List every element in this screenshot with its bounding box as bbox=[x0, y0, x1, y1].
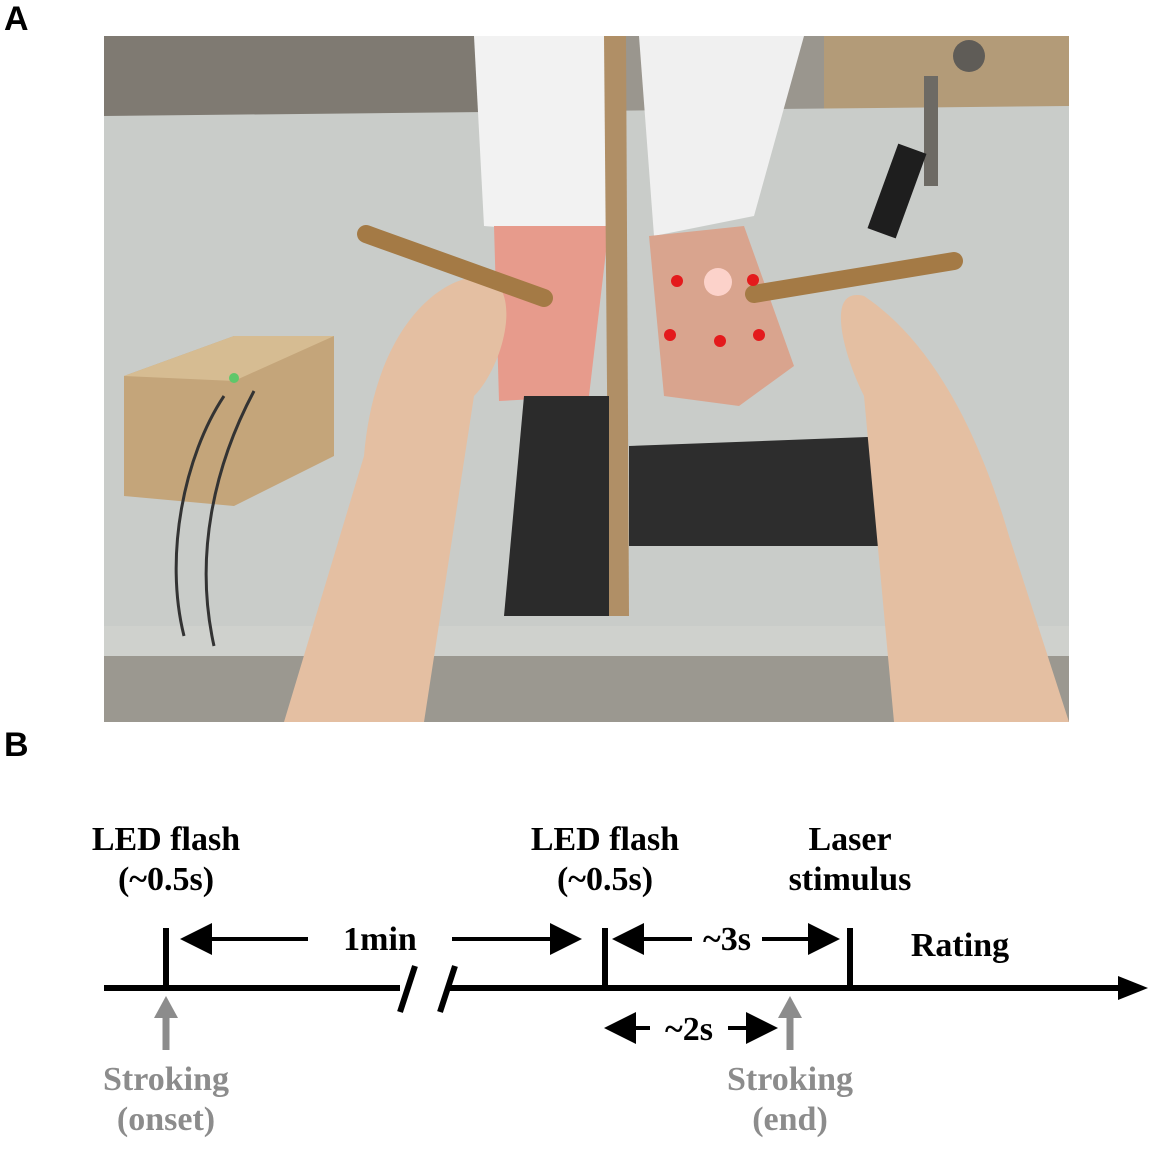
marker-dot bbox=[664, 329, 676, 341]
label-interval-2s: ~2s bbox=[665, 1011, 713, 1048]
led-cable bbox=[174, 395, 226, 637]
panel-label-a: A bbox=[4, 0, 29, 38]
marker-dot bbox=[753, 329, 765, 341]
black-pad-right bbox=[629, 436, 914, 546]
axis-break-mark bbox=[397, 965, 418, 1013]
laser-head bbox=[867, 143, 927, 239]
black-pad-left bbox=[504, 396, 609, 616]
led-light bbox=[229, 373, 239, 383]
trial-timeline: LED flash (~0.5s) LED flash (~0.5s) Lase… bbox=[0, 780, 1166, 1153]
label-interval-3s: ~3s bbox=[703, 921, 751, 958]
label-stroking-end: Stroking (end) bbox=[727, 1061, 853, 1138]
left-sleeve bbox=[474, 36, 624, 236]
marker-dot bbox=[714, 335, 726, 347]
label-interval-1min: 1min bbox=[343, 921, 417, 958]
brush-right bbox=[745, 252, 963, 303]
laser-stand bbox=[924, 76, 938, 186]
brush-left bbox=[357, 225, 553, 307]
label-stroking-onset: Stroking (onset) bbox=[103, 1061, 229, 1138]
cardboard-divider bbox=[604, 36, 629, 616]
led-box bbox=[124, 336, 334, 506]
experimenter-right-hand bbox=[840, 295, 1069, 722]
experiment-photo bbox=[104, 36, 1069, 722]
participant-left-hand bbox=[494, 226, 609, 401]
experimenter-left-hand bbox=[284, 276, 507, 722]
label-laser-stimulus: Laser stimulus bbox=[788, 821, 912, 898]
marker-dot bbox=[671, 275, 683, 287]
time-axis-arrowhead bbox=[1118, 976, 1148, 1000]
label-led-flash-2: LED flash (~0.5s) bbox=[530, 821, 680, 898]
right-sleeve bbox=[639, 36, 804, 236]
label-led-flash-1: LED flash (~0.5s) bbox=[91, 821, 241, 898]
axis-break-mark bbox=[437, 965, 458, 1013]
laser-spot bbox=[704, 268, 732, 296]
marker-dot bbox=[747, 274, 759, 286]
label-rating: Rating bbox=[910, 927, 1010, 964]
panel-label-b: B bbox=[4, 726, 29, 764]
participant-right-hand bbox=[649, 226, 794, 406]
